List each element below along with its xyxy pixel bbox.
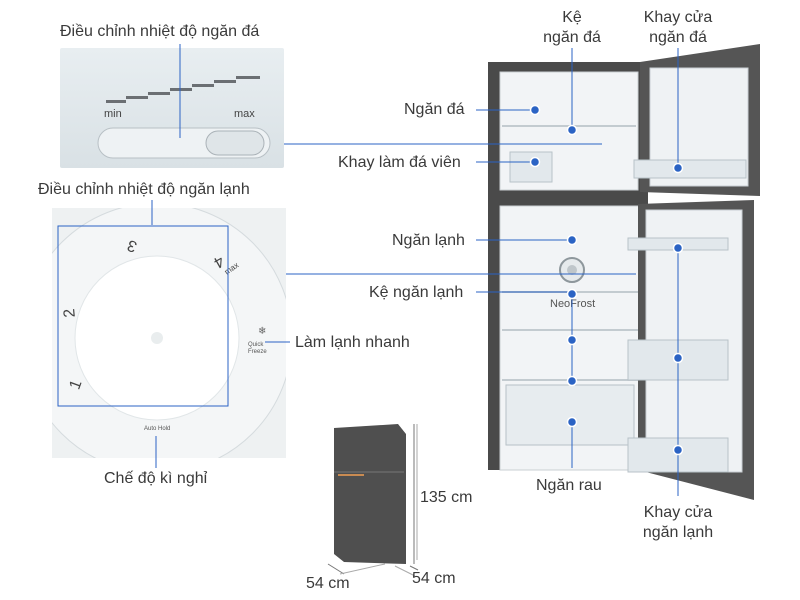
fridge-dial-photo: 1 2 3 4 max ❄ Quick Freeze Auto Hold [52,208,286,458]
dimension-height: 135 cm [420,489,473,506]
freezer-dial-photo: min max [60,48,284,168]
label-fridge-door-tray: Khay cửa ngăn lạnh [630,503,726,543]
fridge-holiday-label: Auto Hold [144,426,171,432]
crisper-drawer [505,384,635,446]
freezer-min-label: min [104,108,122,120]
label-quick-cool: Làm lạnh nhanh [295,334,410,351]
freezer-max-label: max [234,108,255,120]
freezer-slider-knob [205,130,265,156]
fridge-quick-freeze-label: Quick Freeze [248,342,267,355]
quick-freeze-icon: ❄ [258,326,267,337]
fridge-dimensions-photo [300,414,480,594]
label-fridge-shelf: Kệ ngăn lạnh [369,284,464,301]
dimension-depth: 54 cm [412,570,456,587]
label-freezer-door-tray: Khay cửa ngăn đá [630,8,726,48]
label-fridge-door-tray-line1: Khay cửa [643,504,713,521]
label-freezer-door-tray-line2: ngăn đá [649,29,707,46]
label-freezer-temp-control: Điều chỉnh nhiệt độ ngăn đá [60,23,260,40]
label-freezer-door-tray-line1: Khay cửa [643,9,713,26]
label-freezer-shelf-line1: Kệ [562,9,582,26]
label-ice-tray: Khay làm đá viên [338,154,461,171]
fridge-brand-text: NeoFrost [550,298,596,310]
label-freezer-compartment: Ngăn đá [404,101,465,118]
label-freezer-shelf-line2: ngăn đá [543,29,601,46]
label-holiday-mode: Chế độ kì nghỉ [104,470,208,487]
label-fridge-temp-control: Điều chỉnh nhiệt độ ngăn lạnh [38,181,250,198]
freezer-level-bars [106,76,260,103]
label-freezer-shelf: Kệ ngăn đá [530,8,614,48]
label-vegetable-drawer: Ngăn rau [536,477,602,494]
label-fridge-compartment: Ngăn lạnh [392,232,465,249]
label-fridge-door-tray-line2: ngăn lạnh [642,524,714,541]
dimension-width: 54 cm [306,575,350,592]
small-fridge-body [334,424,406,564]
